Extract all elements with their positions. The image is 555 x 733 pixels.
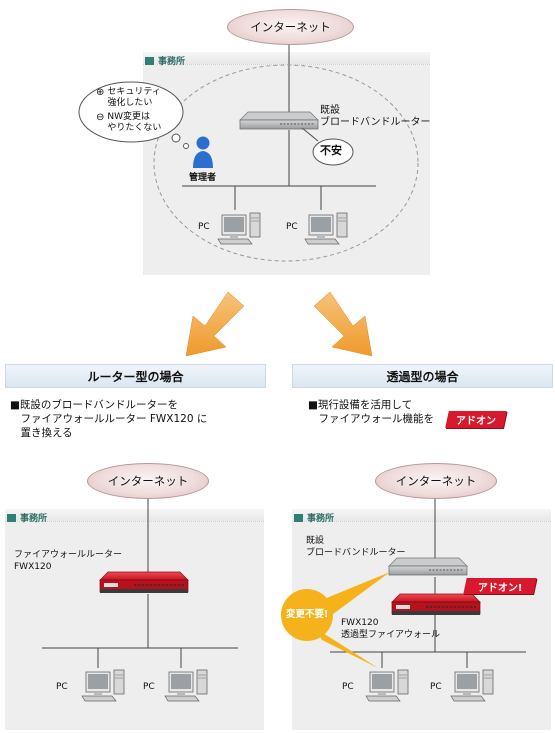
left-pc-2	[164, 669, 208, 702]
right-device-label: FWX120 透過型ファイアウォール	[341, 618, 441, 640]
addon-badge: アドオン	[445, 411, 507, 428]
thought-bubble	[78, 81, 189, 149]
right-pc-2	[450, 669, 494, 702]
left-pc-1	[81, 669, 125, 702]
addon-badge-2: アドオン!	[463, 578, 537, 594]
plus-icon: ⊕	[96, 87, 105, 98]
right-office-area	[292, 509, 551, 730]
top-internet-label: インターネット	[250, 20, 331, 34]
addon-badge-text: アドオン	[456, 416, 496, 427]
right-pc-1-label: PC	[342, 682, 354, 692]
left-office-area	[5, 509, 264, 730]
left-office-header	[5, 509, 264, 522]
left-fwx120-router	[99, 571, 189, 594]
top-office-area	[143, 52, 430, 275]
left-pc-2-label: PC	[143, 682, 155, 692]
top-office-header	[143, 52, 430, 65]
minus-icon: ⊖	[96, 112, 105, 123]
router-type-heading: ルーター型の場合	[5, 364, 266, 388]
right-pc-1	[365, 669, 409, 702]
thought-item-2: ⊖ NW変更は やりたくない	[96, 112, 161, 134]
left-office-label: 事務所	[7, 511, 47, 524]
no-change-callout	[281, 572, 390, 668]
left-device-label: ファイアウォールルーター FWX120	[14, 550, 123, 572]
admin-person-icon	[193, 136, 213, 168]
right-internet-label: インターネット	[395, 474, 477, 488]
anxiety-label: 不安	[320, 144, 342, 157]
left-internet-cloud: インターネット	[87, 463, 209, 499]
top-pc-2	[304, 212, 348, 245]
transparent-type-heading: 透過型の場合	[292, 364, 553, 388]
top-existing-router-label: 既設 ブロードバンドルーター	[320, 105, 431, 128]
thought-item-2-text: NW変更は やりたくない	[107, 112, 162, 133]
anxiety-speech-bubble	[301, 127, 354, 166]
top-pc-1-label: PC	[198, 222, 210, 232]
admin-label: 管理者	[189, 173, 217, 183]
right-existing-router	[388, 557, 468, 576]
transparent-type-description: ■現行設備を活用して ファイアウォール機能を	[308, 399, 434, 425]
arrow-to-transparent-type	[313, 291, 373, 357]
top-security-boundary	[153, 64, 419, 262]
top-existing-router	[239, 111, 319, 130]
thought-item-1-text: セキュリティ 強化したい	[107, 87, 161, 108]
top-office-label: 事務所	[145, 54, 185, 67]
top-pc-2-label: PC	[286, 222, 298, 232]
right-pc-2-label: PC	[430, 682, 442, 692]
top-internet-cloud: インターネット	[227, 9, 354, 45]
router-type-description: ■既設のブロードバンドルーターを ファイアウォールルーター FWX120 に 置…	[10, 399, 208, 439]
addon-badge-2-text: アドオン!	[477, 582, 523, 594]
right-office-header	[292, 509, 551, 522]
right-office-label: 事務所	[294, 511, 334, 524]
right-fwx120-transparent	[391, 593, 481, 616]
left-pc-1-label: PC	[56, 682, 68, 692]
top-pc-1	[217, 212, 261, 245]
left-internet-label: インターネット	[107, 474, 189, 488]
right-existing-router-label: 既設 ブロードバンドルーター	[306, 536, 406, 558]
thought-item-1: ⊕ セキュリティ 強化したい	[96, 87, 161, 109]
no-change-label: 変更不要!	[286, 609, 329, 620]
arrow-to-router-type	[185, 291, 245, 357]
right-internet-cloud: インターネット	[375, 463, 497, 499]
